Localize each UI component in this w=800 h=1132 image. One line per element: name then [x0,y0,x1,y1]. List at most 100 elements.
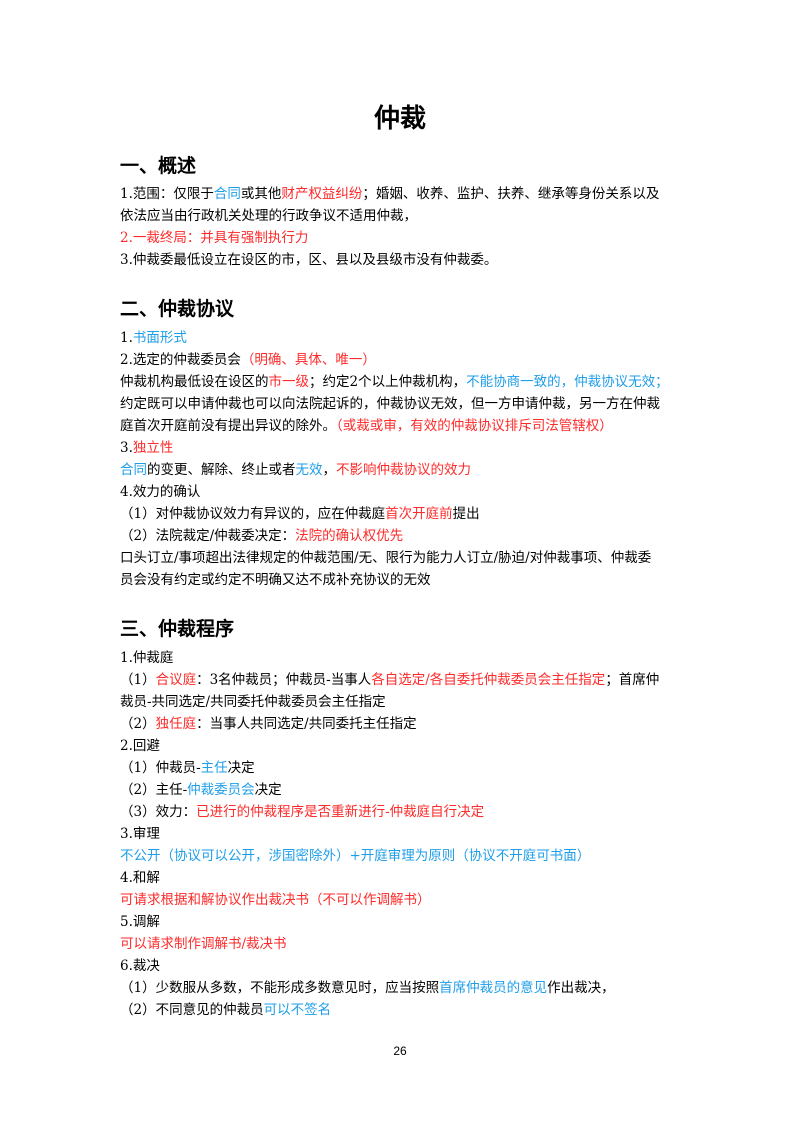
text-line: （1）合议庭：3名仲裁员；仲裁员-当事人各自选定/各自委托仲裁委员会主任指定；首… [120,669,690,691]
text-span: （1）仲裁员- [120,760,201,776]
text-span: 员会没有约定或约定不明确又达不成补充协议的无效 [120,572,431,588]
text-line: 2.选定的仲裁委员会（明确、具体、唯一） [120,349,690,371]
section-heading: 二、仲裁协议 [120,294,234,321]
text-line: 2.一裁终局：并具有强制执行力 [120,227,690,249]
text-line: 合同的变更、解除、终止或者无效，不影响仲裁协议的效力 [120,459,690,481]
text-span: 3.仲裁委最低设立在设区的市，区、县以及县级市没有仲裁委。 [120,252,498,268]
text-span: ；婚姻、收养、监护、扶养、继承等身份关系以及 [362,186,660,202]
text-line: 可以请求制作调解书/裁决书 [120,933,690,955]
text-span: ：当事人共同选定/共同委托主任指定 [196,716,417,732]
text-span: （1）少数服从多数，不能形成多数意见时，应当按照 [120,980,440,996]
highlight-red-text: 独任庭 [155,716,197,732]
text-line: （2）法院裁定/仲裁委决定：法院的确认权优先 [120,525,690,547]
text-span: 6.裁决 [120,958,160,974]
text-span: （2）不同意见的仲裁员 [120,1002,264,1018]
text-span: （1） [120,672,156,688]
text-span: 的变更、解除、终止或者 [147,462,296,478]
highlight-red-text: （明确、具体、唯一） [240,352,376,368]
highlight-red-text: 独立性 [132,440,174,456]
text-span: 一、概述 [120,155,197,177]
highlight-red-text: 法院的确认权优先 [295,528,404,544]
text-line: （3）效力：已进行的仲裁程序是否重新进行-仲裁庭自行决定 [120,801,690,823]
text-span: （2） [120,716,156,732]
text-span: 二、仲裁协议 [120,298,235,320]
text-span: 庭首次开庭前没有提出异议的除外。 [120,418,336,434]
text-line: 3.独立性 [120,437,690,459]
highlight-blue-text: 无效 [295,462,323,478]
section-heading: 一、概述 [120,151,196,178]
highlight-red-text: 财产权益纠纷 [281,186,363,202]
highlight-blue-text: 主任 [200,760,228,776]
text-line: 3.审理 [120,823,690,845]
text-span: 3. [120,440,133,456]
text-span: 约定既可以申请仲裁也可以向法院起诉的，仲裁协议无效，但一方申请仲裁，另一方在仲裁 [120,396,660,412]
highlight-blue-text: 仲裁委员会 [187,782,255,798]
text-line: （1）对仲裁协议效力有异议的，应在仲裁庭首次开庭前提出 [120,503,690,525]
text-span: 3.审理 [120,826,160,842]
text-line: 1.书面形式 [120,327,690,349]
highlight-red-text: 各自选定/各自委托仲裁委员会主任指定 [371,672,606,688]
text-line: 4.效力的确认 [120,481,690,503]
text-line: 4.和解 [120,867,690,889]
text-line: 6.裁决 [120,955,690,977]
text-span: ；约定2个以上仲裁机构， [309,374,467,390]
text-line: 员会没有约定或约定不明确又达不成补充协议的无效 [120,569,690,591]
highlight-red-text: （或裁或审，有效的仲裁协议排斥司法管辖权） [336,418,613,434]
highlight-blue-text: 合同 [213,186,241,202]
highlight-blue-text: 可以不签名 [263,1002,332,1018]
text-line: 1.仲裁庭 [120,647,690,669]
text-line: （2）独任庭：当事人共同选定/共同委托主任指定 [120,713,690,735]
text-span: 1.仲裁庭 [120,650,174,666]
text-span: （2）主任- [120,782,188,798]
text-span: 2.回避 [120,738,160,754]
text-span: 依法应当由行政机关处理的行政争议不适用仲裁， [120,208,417,224]
text-span: 1. [120,330,133,346]
text-line: 可请求根据和解协议作出裁决书（不可以作调解书） [120,889,690,911]
text-span: 5.调解 [120,914,160,930]
highlight-red-text: 合议庭 [155,672,197,688]
text-span: 仲裁机构最低设在设区的 [120,374,269,390]
highlight-blue-text: 不能协商一致的，仲裁协议无效； [466,374,669,390]
text-span: 裁员-共同选定/共同委托仲裁委员会主任指定 [120,694,386,710]
text-line: 1.范围：仅限于合同或其他财产权益纠纷；婚姻、收养、监护、扶养、继承等身份关系以… [120,183,690,205]
text-line: 口头订立/事项超出法律规定的仲裁范围/无、限行为能力人订立/胁迫/对仲裁事项、仲… [120,547,690,569]
text-span: 提出 [452,506,480,522]
highlight-blue-text: 首席仲裁员的意见 [439,980,548,996]
text-line: 约定既可以申请仲裁也可以向法院起诉的，仲裁协议无效，但一方申请仲裁，另一方在仲裁 [120,393,690,415]
page-title: 仲裁 [0,98,800,135]
text-span: 三、仲裁程序 [120,618,235,640]
text-line: 2.回避 [120,735,690,757]
text-line: （2）不同意见的仲裁员可以不签名 [120,999,690,1021]
text-line: 庭首次开庭前没有提出异议的除外。（或裁或审，有效的仲裁协议排斥司法管辖权） [120,415,690,437]
text-line: 裁员-共同选定/共同委托仲裁委员会主任指定 [120,691,690,713]
highlight-blue-text: 不公开（协议可以公开，涉国密除外）+开庭审理为原则（协议不开庭可书面） [120,848,591,864]
highlight-red-text: 首次开庭前 [385,506,453,522]
highlight-red-text: 可以请求制作调解书/裁决书 [120,936,287,952]
page-number: 26 [393,1044,407,1058]
text-span: （3）效力： [120,804,197,820]
highlight-red-text: 市一级 [268,374,310,390]
text-line: 3.仲裁委最低设立在设区的市，区、县以及县级市没有仲裁委。 [120,249,690,271]
highlight-red-text: 2.一裁终局：并具有强制执行力 [120,230,309,246]
text-line: （2）主任-仲裁委员会决定 [120,779,690,801]
text-line: （1）仲裁员-主任决定 [120,757,690,779]
text-line: 依法应当由行政机关处理的行政争议不适用仲裁， [120,205,690,227]
text-span: 1.范围：仅限于 [120,186,214,202]
section-heading: 三、仲裁程序 [120,614,234,641]
highlight-red-text: 不影响仲裁协议的效力 [336,462,471,478]
text-span: 口头订立/事项超出法律规定的仲裁范围/无、限行为能力人订立/胁迫/对仲裁事项、仲… [120,550,652,566]
text-span: 决定 [227,760,255,776]
highlight-red-text: 可请求根据和解协议作出裁决书（不可以作调解书） [120,892,431,908]
text-line: 不公开（协议可以公开，涉国密除外）+开庭审理为原则（协议不开庭可书面） [120,845,690,867]
text-line: （1）少数服从多数，不能形成多数意见时，应当按照首席仲裁员的意见作出裁决， [120,977,690,999]
text-span: 或其他 [240,186,282,202]
text-line: 5.调解 [120,911,690,933]
highlight-blue-text: 合同 [120,462,147,478]
text-span: 作出裁决， [547,980,615,996]
text-span: （1）对仲裁协议效力有异议的，应在仲裁庭 [120,506,386,522]
text-span: ；首席仲 [605,672,660,688]
text-span: ， [322,462,337,478]
text-span: 决定 [254,782,282,798]
highlight-blue-text: 书面形式 [132,330,187,346]
text-span: 2.选定的仲裁委员会 [120,352,241,368]
